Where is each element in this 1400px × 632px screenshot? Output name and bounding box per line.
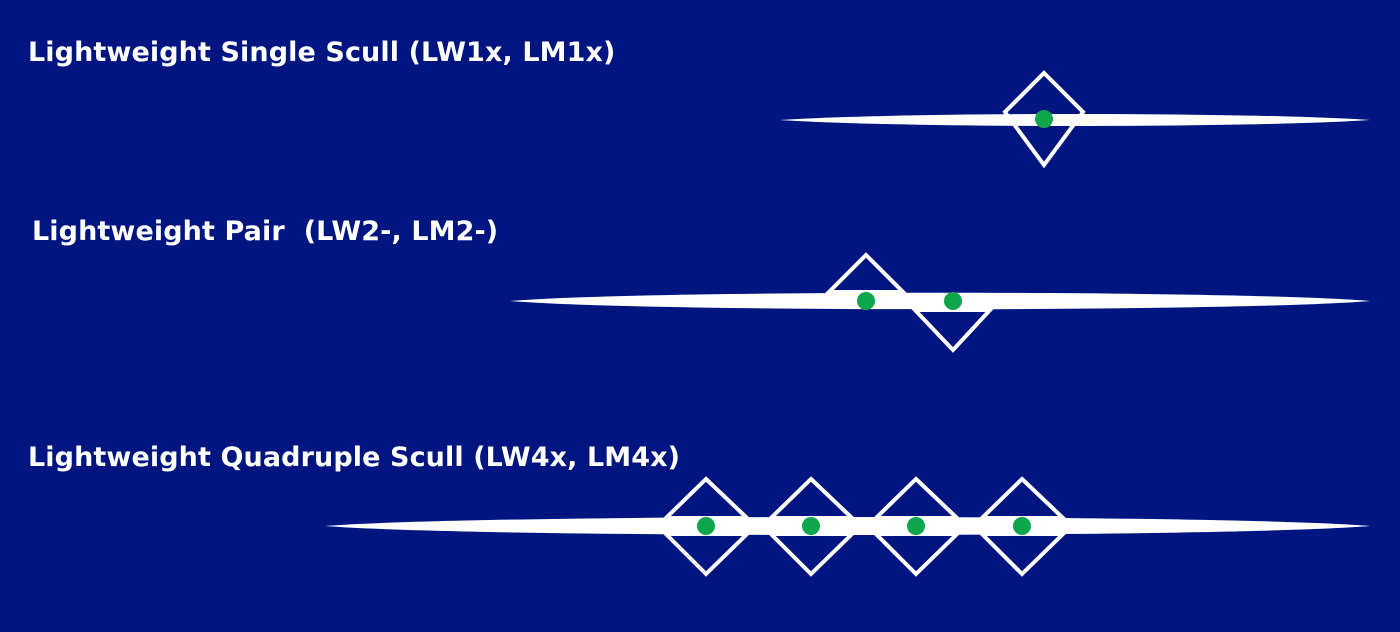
rigger-diamond [824, 252, 908, 294]
rigger-diamond [910, 308, 995, 353]
rigger-diamond [766, 532, 857, 577]
rigger-diamond [871, 476, 963, 520]
rigger-diamond [661, 476, 753, 520]
rigger-diamond [977, 476, 1069, 520]
single-scull-diagram [780, 70, 1370, 169]
rower-seat [944, 292, 962, 310]
single-scull-title: Lightweight Single Scull (LW1x, LM1x) [28, 37, 616, 68]
pair-diagram [510, 252, 1370, 353]
rigger-diamond [766, 476, 858, 520]
pair-hull [510, 292, 1370, 310]
quadruple-scull-title: Lightweight Quadruple Scull (LW4x, LM4x) [28, 442, 681, 473]
rower-seat [1013, 517, 1031, 535]
rigger-diamond [871, 532, 962, 577]
rower-seat [857, 292, 875, 310]
rigger-diamond [977, 532, 1068, 577]
rower-seat [907, 517, 925, 535]
rower-seat [697, 517, 715, 535]
pair-title: Lightweight Pair (LW2-, LM2-) [32, 216, 499, 247]
rigger-diamond [661, 532, 752, 577]
rigger-diamond [1002, 70, 1086, 169]
rower-seat [802, 517, 820, 535]
rower-seat [1035, 110, 1053, 128]
quadruple-scull-diagram [325, 476, 1370, 577]
quadruple-scull-hull [325, 517, 1370, 535]
